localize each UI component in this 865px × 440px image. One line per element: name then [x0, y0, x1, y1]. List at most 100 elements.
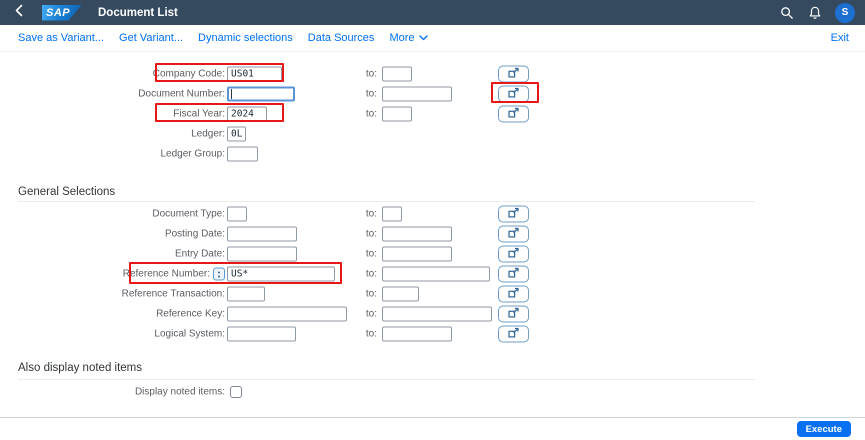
row-reference-transaction: Reference Transaction: to: — [0, 284, 865, 304]
to-label: to: — [365, 208, 377, 220]
footer-divider — [0, 417, 865, 418]
shell-bar: SAP Document List S — [0, 0, 865, 25]
user-avatar[interactable]: S — [835, 2, 855, 23]
chevron-down-icon — [418, 32, 428, 44]
document-type-multi-select-button[interactable] — [498, 205, 529, 223]
display-noted-items-checkbox[interactable] — [230, 386, 242, 398]
to-label: to: — [365, 228, 377, 240]
row-reference-number: Reference Number: to: — [0, 264, 865, 284]
entry-date-input[interactable] — [227, 246, 297, 262]
selection-option-badge-icon[interactable] — [213, 267, 225, 281]
company-code-multi-select-button[interactable] — [498, 65, 529, 83]
section-divider — [18, 201, 755, 202]
to-label: to: — [365, 268, 377, 280]
reference-number-multi-select-button[interactable] — [498, 265, 529, 283]
row-company-code: Company Code: to: — [0, 64, 865, 84]
arrow-out-of-square-icon — [507, 247, 521, 262]
posting-date-input[interactable] — [227, 226, 297, 242]
reference-number-input[interactable] — [227, 266, 335, 282]
fiscal-year-multi-select-button[interactable] — [498, 105, 529, 123]
document-type-label: Document Type: — [152, 208, 225, 220]
to-label: to: — [365, 288, 377, 300]
page-title: Document List — [98, 6, 178, 19]
reference-transaction-to-input[interactable] — [382, 286, 419, 302]
posting-date-multi-select-button[interactable] — [498, 225, 529, 243]
reference-key-label: Reference Key: — [156, 308, 225, 320]
save-as-variant-link[interactable]: Save as Variant... — [18, 32, 105, 44]
reference-transaction-multi-select-button[interactable] — [498, 285, 529, 303]
reference-number-to-input[interactable] — [382, 266, 490, 282]
reference-key-to-input[interactable] — [382, 306, 492, 322]
search-icon[interactable] — [779, 5, 794, 20]
general-selections-heading: General Selections — [18, 186, 116, 198]
document-number-label: Document Number: — [138, 88, 225, 100]
arrow-out-of-square-icon — [507, 207, 521, 222]
posting-date-label: Posting Date: — [164, 228, 225, 240]
to-label: to: — [365, 248, 377, 260]
row-ledger: Ledger: — [0, 124, 865, 144]
display-noted-items-label: Display noted items: — [134, 386, 225, 398]
notifications-bell-icon[interactable] — [807, 5, 822, 20]
arrow-out-of-square-icon — [507, 67, 521, 82]
to-label: to: — [365, 68, 377, 80]
reference-transaction-label: Reference Transaction: — [121, 288, 225, 300]
more-menu-button[interactable]: More — [389, 32, 428, 44]
row-fiscal-year: Fiscal Year: to: — [0, 104, 865, 124]
logical-system-input[interactable] — [227, 326, 296, 342]
arrow-out-of-square-icon — [507, 307, 521, 322]
to-label: to: — [365, 108, 377, 120]
ledger-input[interactable] — [227, 126, 246, 142]
row-posting-date: Posting Date: to: — [0, 224, 865, 244]
arrow-out-of-square-icon — [507, 327, 521, 342]
exit-link[interactable]: Exit — [830, 32, 849, 44]
to-label: to: — [365, 328, 377, 340]
row-display-noted-items: Display noted items: — [0, 382, 865, 402]
entry-date-to-input[interactable] — [382, 246, 452, 262]
logical-system-label: Logical System: — [154, 328, 225, 340]
data-sources-link[interactable]: Data Sources — [307, 32, 375, 44]
document-type-input[interactable] — [227, 206, 247, 222]
company-code-input[interactable] — [227, 66, 282, 82]
logical-system-multi-select-button[interactable] — [498, 325, 529, 343]
reference-key-multi-select-button[interactable] — [498, 305, 529, 323]
arrow-out-of-square-icon — [507, 287, 521, 302]
fiscal-year-input[interactable] — [227, 106, 267, 122]
fiscal-year-label: Fiscal Year: — [173, 108, 225, 120]
company-code-to-input[interactable] — [382, 66, 412, 82]
action-toolbar: Save as Variant... Get Variant... Dynami… — [0, 25, 865, 52]
to-label: to: — [365, 308, 377, 320]
document-number-multi-select-button[interactable] — [498, 85, 529, 103]
ledger-group-label: Ledger Group: — [160, 148, 226, 160]
fiscal-year-to-input[interactable] — [382, 106, 412, 122]
entry-date-multi-select-button[interactable] — [498, 245, 529, 263]
section-divider — [18, 379, 755, 380]
ledger-label: Ledger: — [191, 128, 225, 140]
arrow-out-of-square-icon — [507, 107, 521, 122]
sap-logo: SAP — [42, 4, 82, 21]
company-code-label: Company Code: — [152, 68, 225, 80]
posting-date-to-input[interactable] — [382, 226, 452, 242]
row-reference-key: Reference Key: to: — [0, 304, 865, 324]
row-entry-date: Entry Date: to: — [0, 244, 865, 264]
text-cursor — [231, 89, 232, 99]
row-ledger-group: Ledger Group: — [0, 144, 865, 164]
execute-button[interactable]: Execute — [796, 421, 851, 437]
noted-items-heading: Also display noted items — [18, 362, 143, 374]
entry-date-label: Entry Date: — [174, 248, 225, 260]
logical-system-to-input[interactable] — [382, 326, 452, 342]
dynamic-selections-link[interactable]: Dynamic selections — [198, 32, 293, 44]
ledger-group-input[interactable] — [227, 146, 258, 162]
row-document-type: Document Type: to: — [0, 204, 865, 224]
document-number-input[interactable] — [227, 86, 295, 102]
back-button[interactable] — [6, 0, 32, 25]
get-variant-link[interactable]: Get Variant... — [119, 32, 184, 44]
reference-key-input[interactable] — [227, 306, 347, 322]
row-logical-system: Logical System: to: — [0, 324, 865, 344]
arrow-out-of-square-icon — [507, 227, 521, 242]
reference-number-label: Reference Number: — [122, 268, 210, 280]
reference-transaction-input[interactable] — [227, 286, 265, 302]
document-type-to-input[interactable] — [382, 206, 402, 222]
row-document-number: Document Number: to: — [0, 84, 865, 104]
document-number-to-input[interactable] — [382, 86, 452, 102]
arrow-out-of-square-icon — [507, 87, 521, 102]
